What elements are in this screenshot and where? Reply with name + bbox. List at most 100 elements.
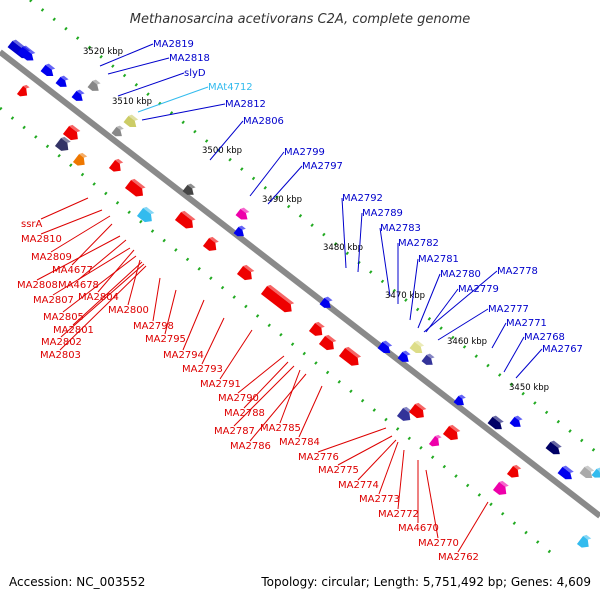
leader-line [201, 317, 225, 365]
leader-line [425, 469, 439, 539]
minus-gene [428, 434, 442, 447]
leader-line [409, 258, 419, 321]
minus-gene [174, 210, 196, 229]
minus-gene [308, 321, 325, 336]
leader-line [107, 57, 170, 75]
leader-line [417, 273, 441, 329]
gene-label: MA2803 [40, 350, 81, 361]
gene-label: MA2785 [260, 423, 301, 434]
leader-line [491, 322, 507, 349]
plus-gene [591, 467, 600, 478]
leader-line [77, 239, 127, 281]
leader-line [397, 449, 405, 510]
minus-gene [506, 464, 522, 478]
gene-label: MA2778 [497, 266, 538, 277]
plus-gene [409, 340, 425, 354]
leader-line [62, 255, 137, 313]
gene-label: MA2780 [440, 269, 481, 280]
leader-line [341, 197, 347, 269]
leader-line [457, 501, 489, 553]
plus-gene [453, 394, 466, 406]
leader-line [50, 215, 111, 253]
leader-line [237, 355, 285, 394]
leader-line [279, 369, 301, 424]
leader-line [233, 365, 295, 427]
gene-label: MA2788 [224, 408, 265, 419]
minus-gene [576, 534, 592, 548]
gene-label: MA2787 [214, 426, 255, 437]
genome-backbone [0, 49, 600, 519]
gene-label: MA2774 [338, 480, 379, 491]
gene-label: MA2795 [145, 334, 186, 345]
minus-gene [408, 402, 427, 419]
plus-gene [545, 440, 562, 455]
gene-label: MA2782 [398, 238, 439, 249]
gene-label: MA2818 [169, 53, 210, 64]
genome-info-text: Topology: circular; Length: 5,751,492 bp… [260, 575, 591, 589]
gene-label: MA2779 [458, 284, 499, 295]
gene-label: MA2797 [302, 161, 343, 172]
gene-label: MA2798 [133, 321, 174, 332]
plus-gene [579, 465, 595, 479]
gene-label: MA2819 [153, 39, 194, 50]
leader-line [141, 103, 226, 121]
gene-label: ssrA [21, 219, 43, 230]
plus-tick-line [29, 0, 600, 457]
leader-line [337, 435, 393, 466]
minus-gene [62, 124, 81, 141]
leader-line [71, 223, 113, 266]
gene-label: MA2789 [362, 208, 403, 219]
gene-label: MA2794 [163, 350, 204, 361]
kbp-tick-label: 3500 kbp [202, 146, 242, 156]
leader-line [317, 427, 387, 453]
accession-text: Accession: NC_003552 [9, 575, 145, 589]
plus-gene [233, 225, 246, 237]
gene-label: MA2793 [182, 364, 223, 375]
minus-gene [318, 334, 337, 351]
plus-strand-genes [7, 39, 600, 480]
minus-gene [54, 136, 71, 151]
plus-gene [111, 125, 124, 137]
gene-label: MA2806 [243, 116, 284, 127]
gene-label: MA2790 [218, 393, 259, 404]
minus-strand-genes [16, 84, 592, 548]
leader-line [182, 299, 205, 351]
gene-label: MA4678 [58, 280, 99, 291]
leader-line [425, 288, 459, 333]
minus-gene [442, 424, 461, 441]
leader-line [209, 120, 244, 161]
minus-gene [124, 178, 146, 197]
kbp-tick-label: 3470 kbp [385, 291, 425, 301]
plus-gene [55, 75, 69, 87]
gene-label: MA2804 [78, 292, 119, 303]
kbp-tick-label: 3480 kbp [323, 243, 363, 253]
gene-label: MA2772 [378, 509, 419, 520]
plus-gene [487, 415, 504, 430]
plus-gene [182, 183, 196, 195]
gene-label: MA2801 [53, 325, 94, 336]
plus-gene [377, 340, 393, 354]
plus-gene [123, 114, 139, 128]
leader-line [60, 263, 145, 338]
plus-gene [17, 45, 36, 61]
leader-line [59, 265, 147, 351]
gene-label: MA2802 [41, 337, 82, 348]
gene-label: MA2783 [380, 223, 421, 234]
gene-label: slyD [184, 68, 206, 79]
leader-line [52, 247, 131, 296]
plus-gene [71, 89, 85, 101]
leader-line [357, 212, 363, 273]
gene-label: MA2776 [298, 452, 339, 463]
minus-gene [202, 236, 219, 251]
gene-label: MA2775 [318, 465, 359, 476]
leader-line [249, 373, 307, 442]
gene-label: MA2784 [279, 437, 320, 448]
leader-line [243, 361, 289, 409]
minus-gene [236, 264, 255, 281]
leader-line [423, 270, 498, 333]
leader-line [127, 259, 141, 306]
leader-line [267, 165, 303, 205]
leader-line [379, 227, 391, 297]
